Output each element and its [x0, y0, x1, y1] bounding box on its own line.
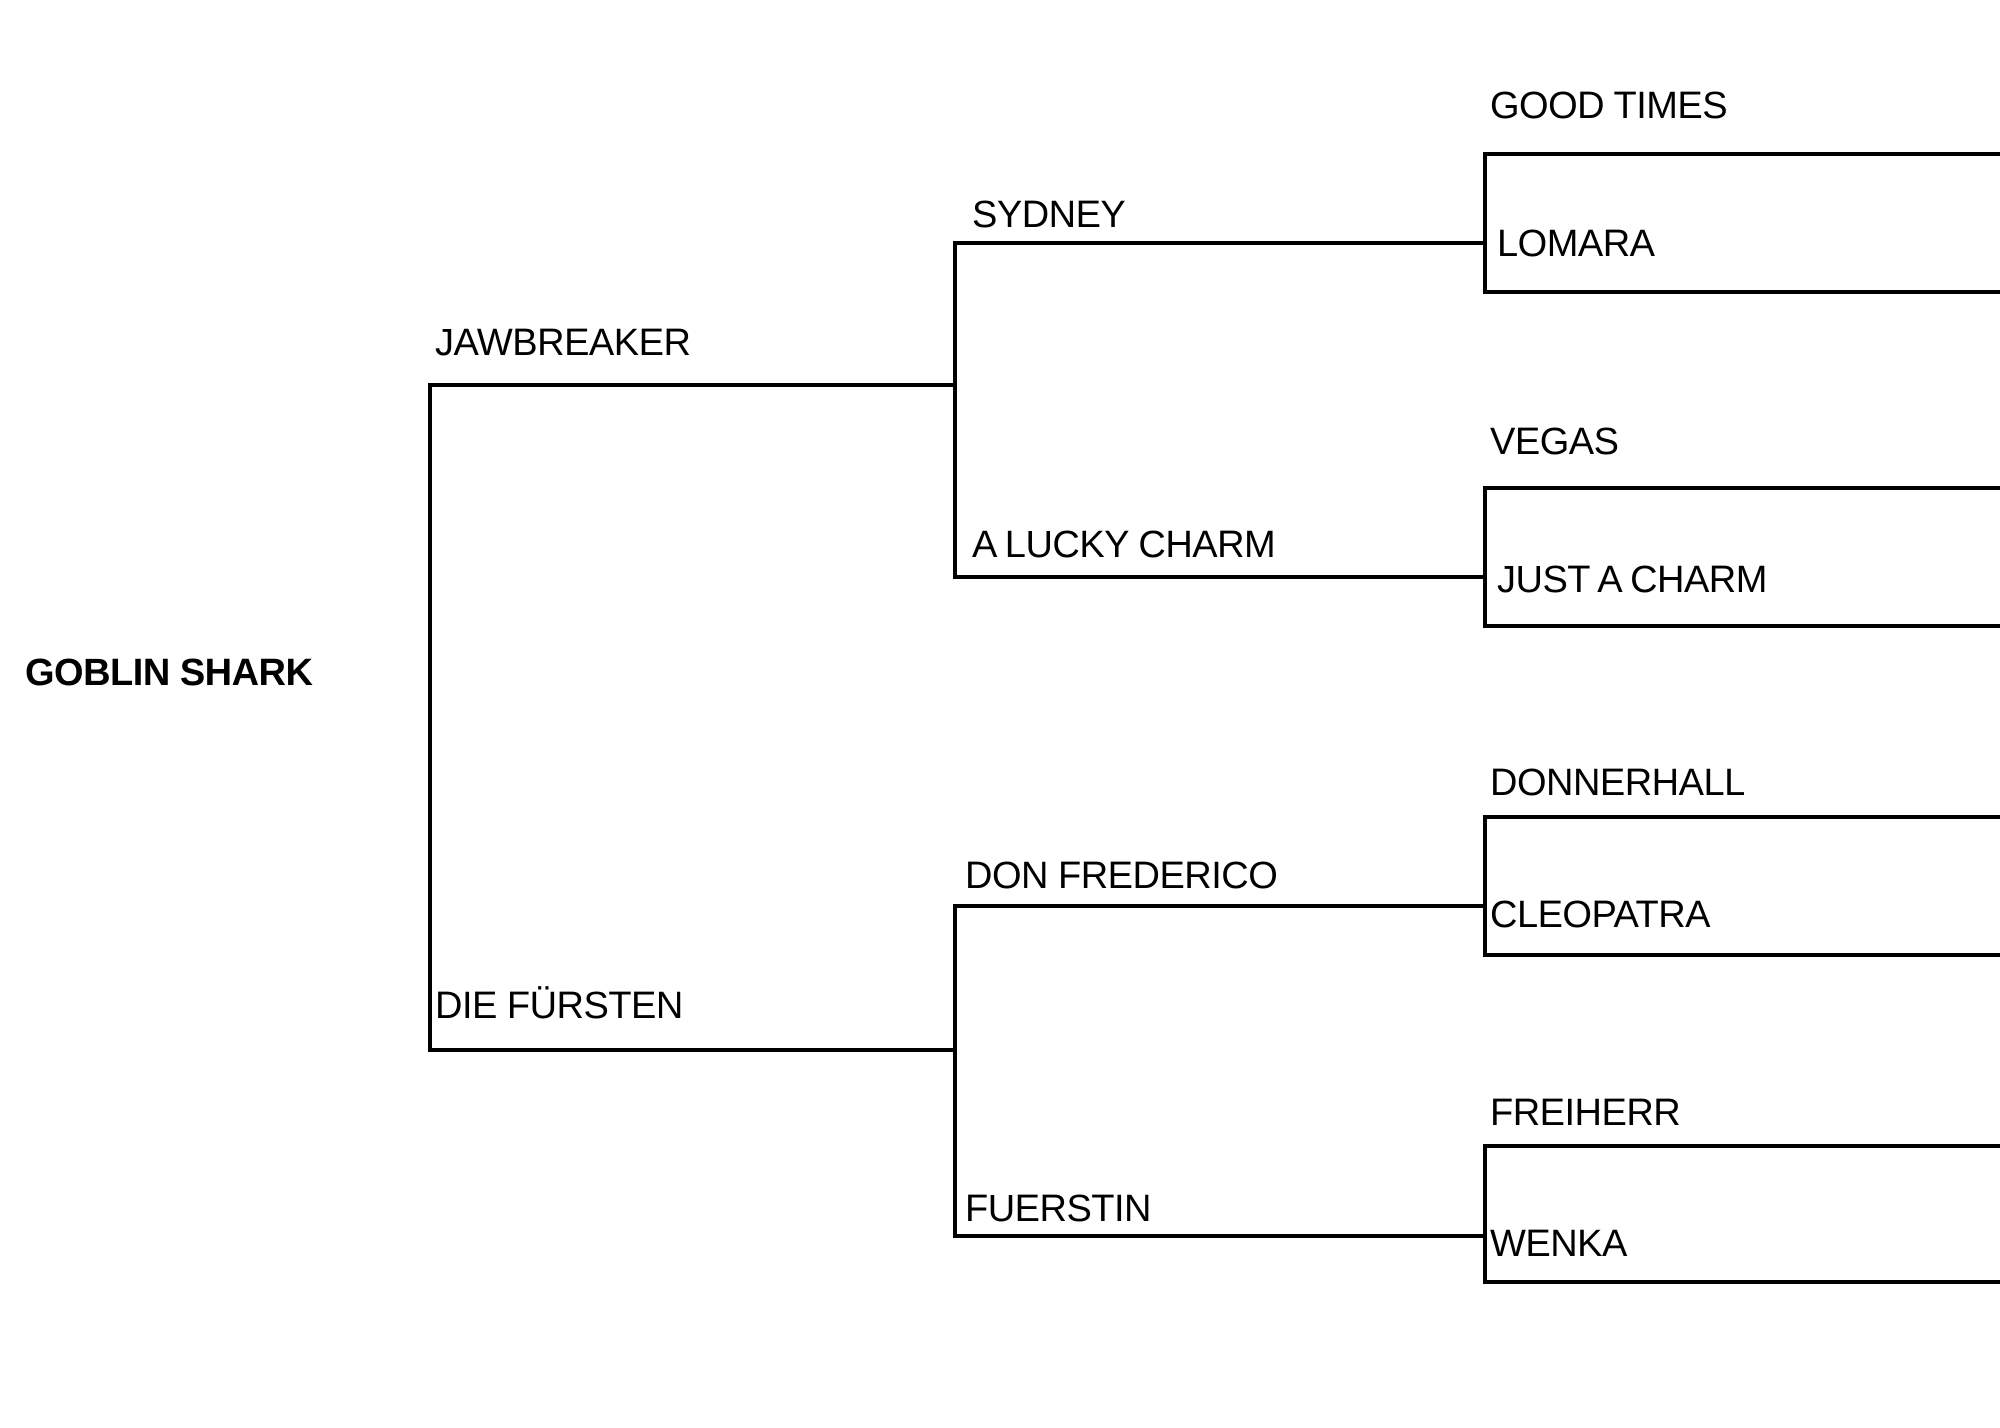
dam-sire-name: DON FREDERICO [965, 857, 1277, 895]
wenka-name: WENKA [1490, 1225, 1627, 1263]
dam-name: DIE FÜRSTEN [435, 987, 683, 1025]
subject-name: GOBLIN SHARK [25, 654, 312, 692]
sire-dam-name: A LUCKY CHARM [972, 526, 1275, 564]
donnerhall-name: DONNERHALL [1490, 764, 1745, 802]
sire-name: JAWBREAKER [435, 324, 690, 362]
sire-sire-name: SYDNEY [972, 196, 1125, 234]
good-times-name: GOOD TIMES [1490, 87, 1727, 125]
cleopatra-name: CLEOPATRA [1490, 896, 1710, 934]
lomara-name: LOMARA [1497, 225, 1654, 263]
freiherr-name: FREIHERR [1490, 1094, 1680, 1132]
vegas-name: VEGAS [1490, 423, 1618, 461]
just-a-charm-name: JUST A CHARM [1497, 561, 1767, 599]
dam-dam-name: FUERSTIN [965, 1190, 1151, 1228]
